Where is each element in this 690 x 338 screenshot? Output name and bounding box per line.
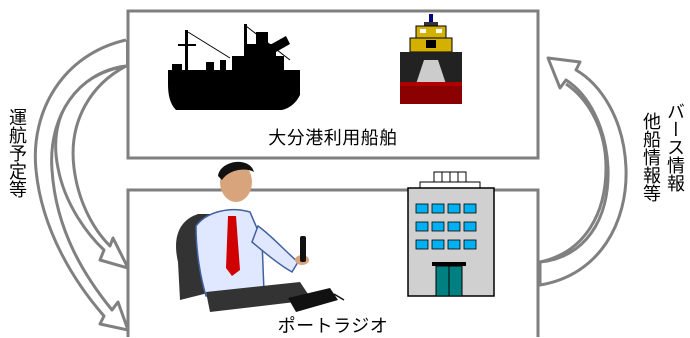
left-arrow-label: 運航予定等 [6, 108, 27, 198]
right-curved-arrow [538, 56, 628, 287]
bottom-box-label: ポートラジオ [277, 316, 389, 337]
right-arrow-label-other-ships: 他船情報等 [640, 112, 661, 202]
ship-bow-icon [398, 14, 464, 108]
ship-icon [168, 24, 300, 110]
left-curved-arrow [33, 38, 130, 332]
radio-operator-icon [176, 161, 345, 312]
office-building-icon [407, 171, 495, 297]
right-arrow-label-berth-info: バース情報 [664, 102, 685, 192]
top-box-label: 大分港利用船舶 [268, 128, 398, 149]
